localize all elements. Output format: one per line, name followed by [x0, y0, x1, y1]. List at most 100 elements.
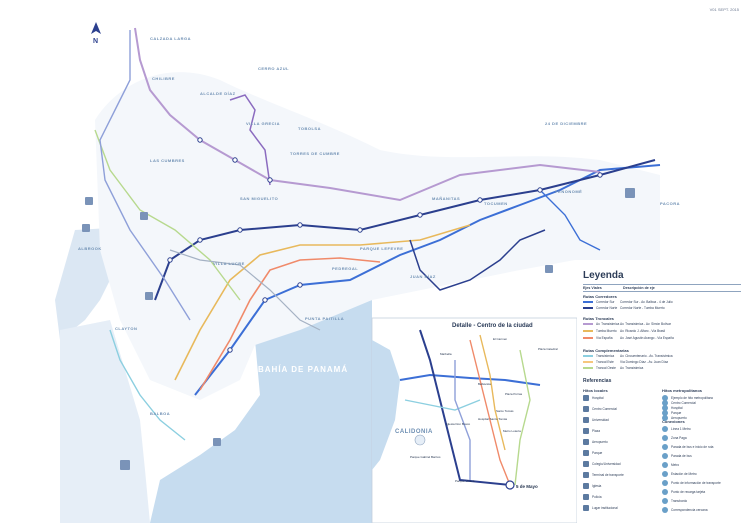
- legend-ref-item: Parada de bus e inicio de ruta: [662, 444, 713, 450]
- svg-text:SAN MIGUELITO: SAN MIGUELITO: [240, 196, 278, 201]
- route-pacora[interactable]: [539, 189, 601, 251]
- legend-row: Troncal Este Vía Domingo Díaz - Av. Juan…: [583, 360, 741, 364]
- legend-ref-item: Aeropuerto: [662, 415, 687, 421]
- legend-row: Vía España Av. José Agustín Arango - Vía…: [583, 336, 741, 340]
- legend-ref-icon: [583, 439, 589, 445]
- svg-text:CALZADA LARGA: CALZADA LARGA: [150, 36, 191, 41]
- landmark-icons: [82, 188, 635, 470]
- route-east-loop[interactable]: [409, 229, 546, 291]
- legend-title: Leyenda: [583, 270, 624, 281]
- inset-station: Iglesia Don Bosco: [446, 422, 471, 426]
- inset-station: Santo Tomás: [496, 409, 514, 413]
- legend-ref-item: Metro: [662, 462, 679, 468]
- legend-ref-icon: [662, 462, 668, 468]
- legend-refs-metro: Hitos metropolitanos: [662, 388, 703, 393]
- legend-row: Tumba Muerto Av. Ricardo J. Alfaro - Vía…: [583, 329, 741, 333]
- legend-refs-title: Referencias: [583, 378, 612, 384]
- legend-ref-icon: [662, 435, 668, 441]
- svg-text:TORRES DE CUMBRE: TORRES DE CUMBRE: [290, 151, 340, 156]
- legend-ref-item: Parque: [662, 410, 681, 416]
- inset-station: Metro Lotería: [503, 429, 521, 433]
- svg-text:VILLA LUCRE: VILLA LUCRE: [213, 261, 245, 266]
- svg-text:CERRO AZUL: CERRO AZUL: [258, 66, 289, 71]
- route-transistmica[interactable]: [134, 27, 601, 202]
- svg-text:TOCUMEN: TOCUMEN: [484, 201, 508, 206]
- route-corredor-sur[interactable]: [194, 164, 661, 396]
- inset-station: Parque Urracá: [455, 479, 475, 483]
- svg-text:CLAYTON: CLAYTON: [115, 326, 137, 331]
- legend-ref-icon: [662, 426, 668, 432]
- legend-ref-icon: [662, 410, 668, 416]
- legend-ref-item: Correspondencia cercana: [662, 507, 708, 513]
- svg-text:PEDREGAL: PEDREGAL: [332, 266, 358, 271]
- inset-title: Detalle - Centro de la ciudad: [452, 323, 533, 329]
- version-label: V01 SEPT. 2015: [709, 7, 739, 12]
- legend-ref-item: Colegio/Universidad: [583, 461, 621, 467]
- legend-ref-item: Hospital: [662, 405, 683, 411]
- legend-ref-item: Ejemplo de hito metropolitano: [662, 395, 713, 401]
- legend-ref-icon: [662, 471, 668, 477]
- legend-ref-icon: [583, 428, 589, 434]
- legend-section-troncales: Rutas Troncales: [583, 316, 614, 321]
- inset-station: Bellavista: [478, 382, 491, 386]
- bay-water: [150, 300, 372, 523]
- legend-ref-item: Lugar institucional: [583, 505, 618, 511]
- legend-ref-icon: [662, 453, 668, 459]
- legend-row: Corredor Sur Corredor Sur - Av. Balboa -…: [583, 300, 741, 304]
- inset-park-label: Parque Gabriel Barrios: [410, 455, 441, 459]
- station-markers: [167, 137, 603, 353]
- legend-ref-icon: [583, 395, 589, 401]
- inset-station: Marbella: [440, 352, 452, 356]
- legend-ref-item: Punto de información de transporte: [662, 480, 721, 486]
- route-grey[interactable]: [169, 249, 321, 331]
- park-icon: [414, 434, 426, 446]
- legend-ref-icon: [583, 417, 589, 423]
- legend-row: Av. Transístmica Av. Transístmica - Av. …: [583, 322, 741, 326]
- svg-text:N: N: [93, 38, 98, 44]
- inset-station: Plaza Catedral: [538, 347, 558, 351]
- legend-section-complementarias: Rutas Complementarias: [583, 348, 629, 353]
- inset-station: El Carmen: [493, 337, 508, 341]
- legend-ref-item: Línea 1 Metro: [662, 426, 691, 432]
- legend-ref-item: Transbordo: [662, 498, 687, 504]
- legend-col-desc: Descripción de eje: [623, 286, 655, 290]
- svg-text:VILLA GRECIA: VILLA GRECIA: [246, 121, 280, 126]
- legend-ref-icon: [662, 480, 668, 486]
- legend-ref-item: Centro Comercial: [583, 406, 617, 412]
- legend-ref-item: Zona Paga: [662, 435, 687, 441]
- route-complementaria-2[interactable]: [94, 129, 241, 301]
- legend-row: Troncal Oeste Av. Transístmica: [583, 366, 741, 370]
- svg-text:PUNTA PAITILLA: PUNTA PAITILLA: [305, 316, 344, 321]
- svg-text:CHILIBRE: CHILIBRE: [152, 76, 175, 81]
- legend-col-routes: Ejes Viales: [583, 286, 602, 290]
- bay-label: BAHÍA DE PANAMÁ: [258, 365, 348, 374]
- svg-text:ALBROOK: ALBROOK: [78, 246, 102, 251]
- legend-ref-icon: [662, 444, 668, 450]
- legend-ref-item: Parque: [583, 450, 602, 456]
- legend-ref-icon: [583, 472, 589, 478]
- svg-text:MAÑANITAS: MAÑANITAS: [432, 196, 460, 201]
- legend-ref-icon: [583, 461, 589, 467]
- legend-ref-item: Centro Comercial: [662, 400, 696, 406]
- route-north-loop[interactable]: [229, 94, 271, 186]
- svg-text:BALBOA: BALBOA: [150, 411, 170, 416]
- legend-ref-item: Terminal de transporte: [583, 472, 624, 478]
- legend-ref-item: Policía: [583, 494, 602, 500]
- legend-row: Corredor Norte Corredor Norte - Tumba Mu…: [583, 306, 741, 310]
- route-complementaria-1[interactable]: [109, 329, 186, 441]
- inset-station: Hospital Santo Tomás: [478, 417, 508, 421]
- route-via-espana[interactable]: [199, 257, 381, 391]
- land-area: [95, 72, 660, 400]
- legend-ref-item: Estación de Metro: [662, 471, 697, 477]
- svg-text:TOBOLSA: TOBOLSA: [298, 126, 321, 131]
- inset-detail[interactable]: Detalle - Centro de la ciudad 5 de Mayo …: [371, 317, 578, 523]
- svg-text:PENONOMÉ: PENONOMÉ: [555, 189, 582, 194]
- legend-refs-connections: Conexiones: [662, 419, 685, 424]
- legend-ref-icon: [662, 400, 668, 406]
- legend-ref-item: Iglesia: [583, 483, 601, 489]
- legend-ref-item: Parada de bus: [662, 453, 692, 459]
- route-complementaria-3[interactable]: [99, 30, 191, 321]
- legend-panel: Leyenda Ejes Viales Descripción de eje R…: [577, 266, 745, 523]
